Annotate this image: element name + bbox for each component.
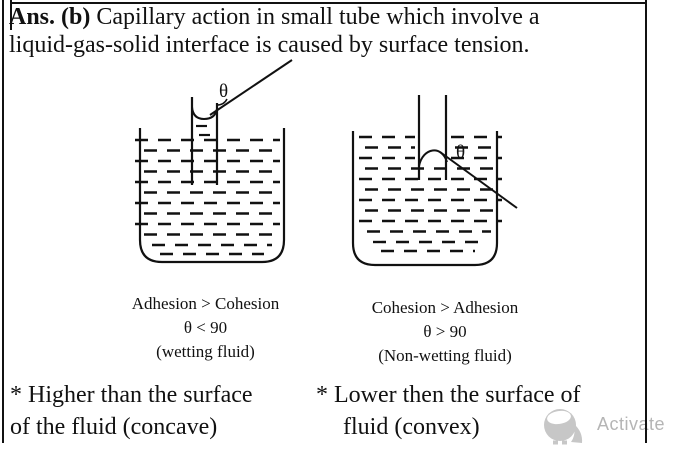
tangent-line (439, 151, 518, 209)
caption-angle: θ < 90 (183, 318, 228, 337)
beaker-outline (351, 131, 499, 267)
convex-note: * Lower then the surface of fluid (conve… (316, 379, 651, 443)
caption-relation: Adhesion > Cohesion (131, 294, 280, 313)
convex-meniscus (418, 149, 448, 167)
concave-meniscus (191, 106, 218, 121)
answer-line-1-text: Capillary action in small tube which inv… (96, 4, 540, 30)
answer-label: Ans. (b) (9, 4, 91, 30)
caption-relation: Cohesion > Adhesion (371, 298, 519, 317)
cell-border-inner (10, 0, 12, 30)
note-line-1: * Lower then the surface of (316, 382, 581, 408)
wetting-fluid-caption: Adhesion > Cohesion θ < 90 (wetting flui… (103, 292, 308, 364)
answer-text: Ans. (b) Capillary action in small tube … (9, 3, 643, 59)
cell-border-top (10, 2, 646, 4)
note-line-2: of the fluid (concave) (10, 414, 218, 440)
non-wetting-fluid-caption: Cohesion > Adhesion θ > 90 (Non-wetting … (347, 296, 543, 368)
note-line-2: fluid (convex) (343, 414, 480, 440)
non-wetting-fluid-diagram: θ (351, 95, 518, 267)
cell-border-left (2, 0, 4, 443)
capillary-tube (417, 95, 448, 180)
theta-label: θ (456, 142, 465, 163)
beaker-outline (138, 128, 286, 264)
angle-arc (216, 98, 228, 106)
tangent-line (209, 59, 293, 116)
activate-watermark-text: Activate (597, 414, 666, 434)
liquid-dashes (359, 135, 502, 253)
activate-watermark: Activate (538, 406, 668, 446)
theta-label: θ (219, 81, 228, 102)
caption-angle: θ > 90 (423, 322, 467, 341)
answer-line-1: Ans. (b) Capillary action in small tube … (9, 3, 643, 31)
liquid-dashes (135, 138, 280, 256)
note-line-1: * Higher than the surface (10, 382, 253, 408)
caption-type: (Non-wetting fluid) (378, 346, 512, 365)
cell-border-right (645, 0, 647, 443)
activate-watermark-logo-icon (544, 409, 583, 445)
tube-liquid-dashes (196, 124, 210, 137)
caption-type: (wetting fluid) (156, 342, 255, 361)
wetting-fluid-diagram: θ (135, 59, 293, 264)
concave-note: * Higher than the surface of the fluid (… (10, 379, 315, 443)
answer-line-2: liquid-gas-solid interface is caused by … (9, 32, 530, 58)
